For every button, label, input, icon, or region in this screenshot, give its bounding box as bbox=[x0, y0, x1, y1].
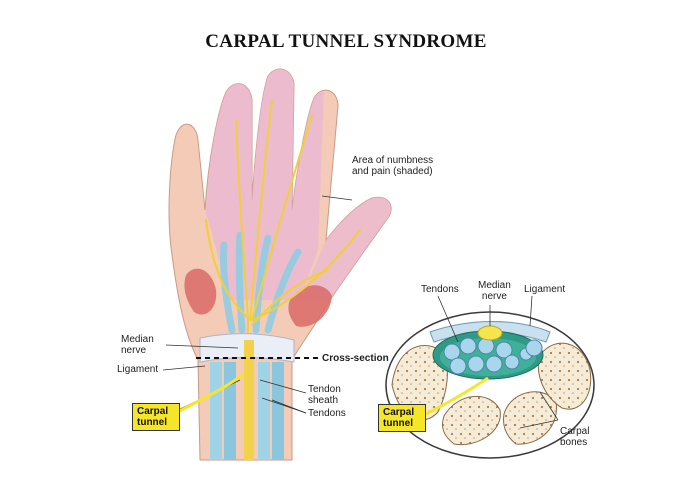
cs-carpal-tunnel-tag-line2: tunnel bbox=[383, 418, 413, 429]
cs-carpal-tunnel-tag: Carpal tunnel bbox=[378, 404, 426, 432]
median-nerve-label-line1: Median bbox=[121, 334, 154, 345]
numbness-label-line1: Area of numbness bbox=[352, 155, 434, 166]
cs-tendons-group bbox=[443, 337, 543, 375]
carpal-tunnel-tag-line2: tunnel bbox=[137, 417, 167, 428]
cs-carpal-bones-label: Carpal bones bbox=[560, 426, 589, 448]
cs-tendons-label: Tendons bbox=[421, 284, 459, 295]
cs-median-nerve-label: Median nerve bbox=[478, 280, 511, 302]
cs-carpal-bones-label-line1: Carpal bbox=[560, 426, 590, 437]
cross-section-label: Cross-section bbox=[322, 353, 389, 364]
numbness-label: Area of numbness and pain (shaded) bbox=[352, 155, 433, 177]
cs-carpal-tunnel-arrow bbox=[425, 376, 489, 416]
tendon-sheath-label-line1: Tendon bbox=[308, 384, 341, 395]
tendon-sheath-label-line2: sheath bbox=[308, 395, 339, 406]
cs-ligament-label: Ligament bbox=[524, 284, 566, 295]
carpal-tunnel-tag: Carpal tunnel bbox=[132, 403, 180, 431]
cross-section-illustration bbox=[385, 311, 595, 459]
cs-median-nerve-label-line1: Median bbox=[478, 280, 511, 291]
cs-median-nerve bbox=[477, 325, 503, 341]
carpal-bone-right bbox=[538, 342, 592, 410]
carpal-bone-bottom-left bbox=[441, 396, 501, 446]
tendons-label: Tendons bbox=[308, 408, 346, 419]
page-title: CARPAL TUNNEL SYNDROME bbox=[205, 31, 487, 52]
cs-median-nerve-label-line2: nerve bbox=[481, 291, 507, 302]
hand-illustration bbox=[168, 68, 392, 461]
tendon-sheath-label: Tendon sheath bbox=[308, 384, 341, 406]
numbness-label-line2: and pain (shaded) bbox=[352, 166, 433, 177]
cs-carpal-bones-label-line2: bones bbox=[560, 437, 588, 448]
carpal-tunnel-tag-line1: Carpal bbox=[137, 406, 169, 417]
median-nerve-label-line2: nerve bbox=[121, 345, 147, 356]
palm-muscle-left bbox=[184, 268, 217, 315]
cs-carpal-tunnel-tag-line1: Carpal bbox=[383, 407, 415, 418]
palm-muscle-right bbox=[288, 285, 332, 327]
carpal-tunnel-arrow bbox=[173, 372, 245, 416]
carpal-bone-bottom-right bbox=[503, 391, 557, 445]
median-nerve-branches bbox=[205, 99, 361, 461]
ligament-label: Ligament bbox=[117, 364, 159, 375]
median-nerve-label: Median nerve bbox=[121, 334, 154, 356]
cs-leader-lines bbox=[437, 295, 559, 429]
